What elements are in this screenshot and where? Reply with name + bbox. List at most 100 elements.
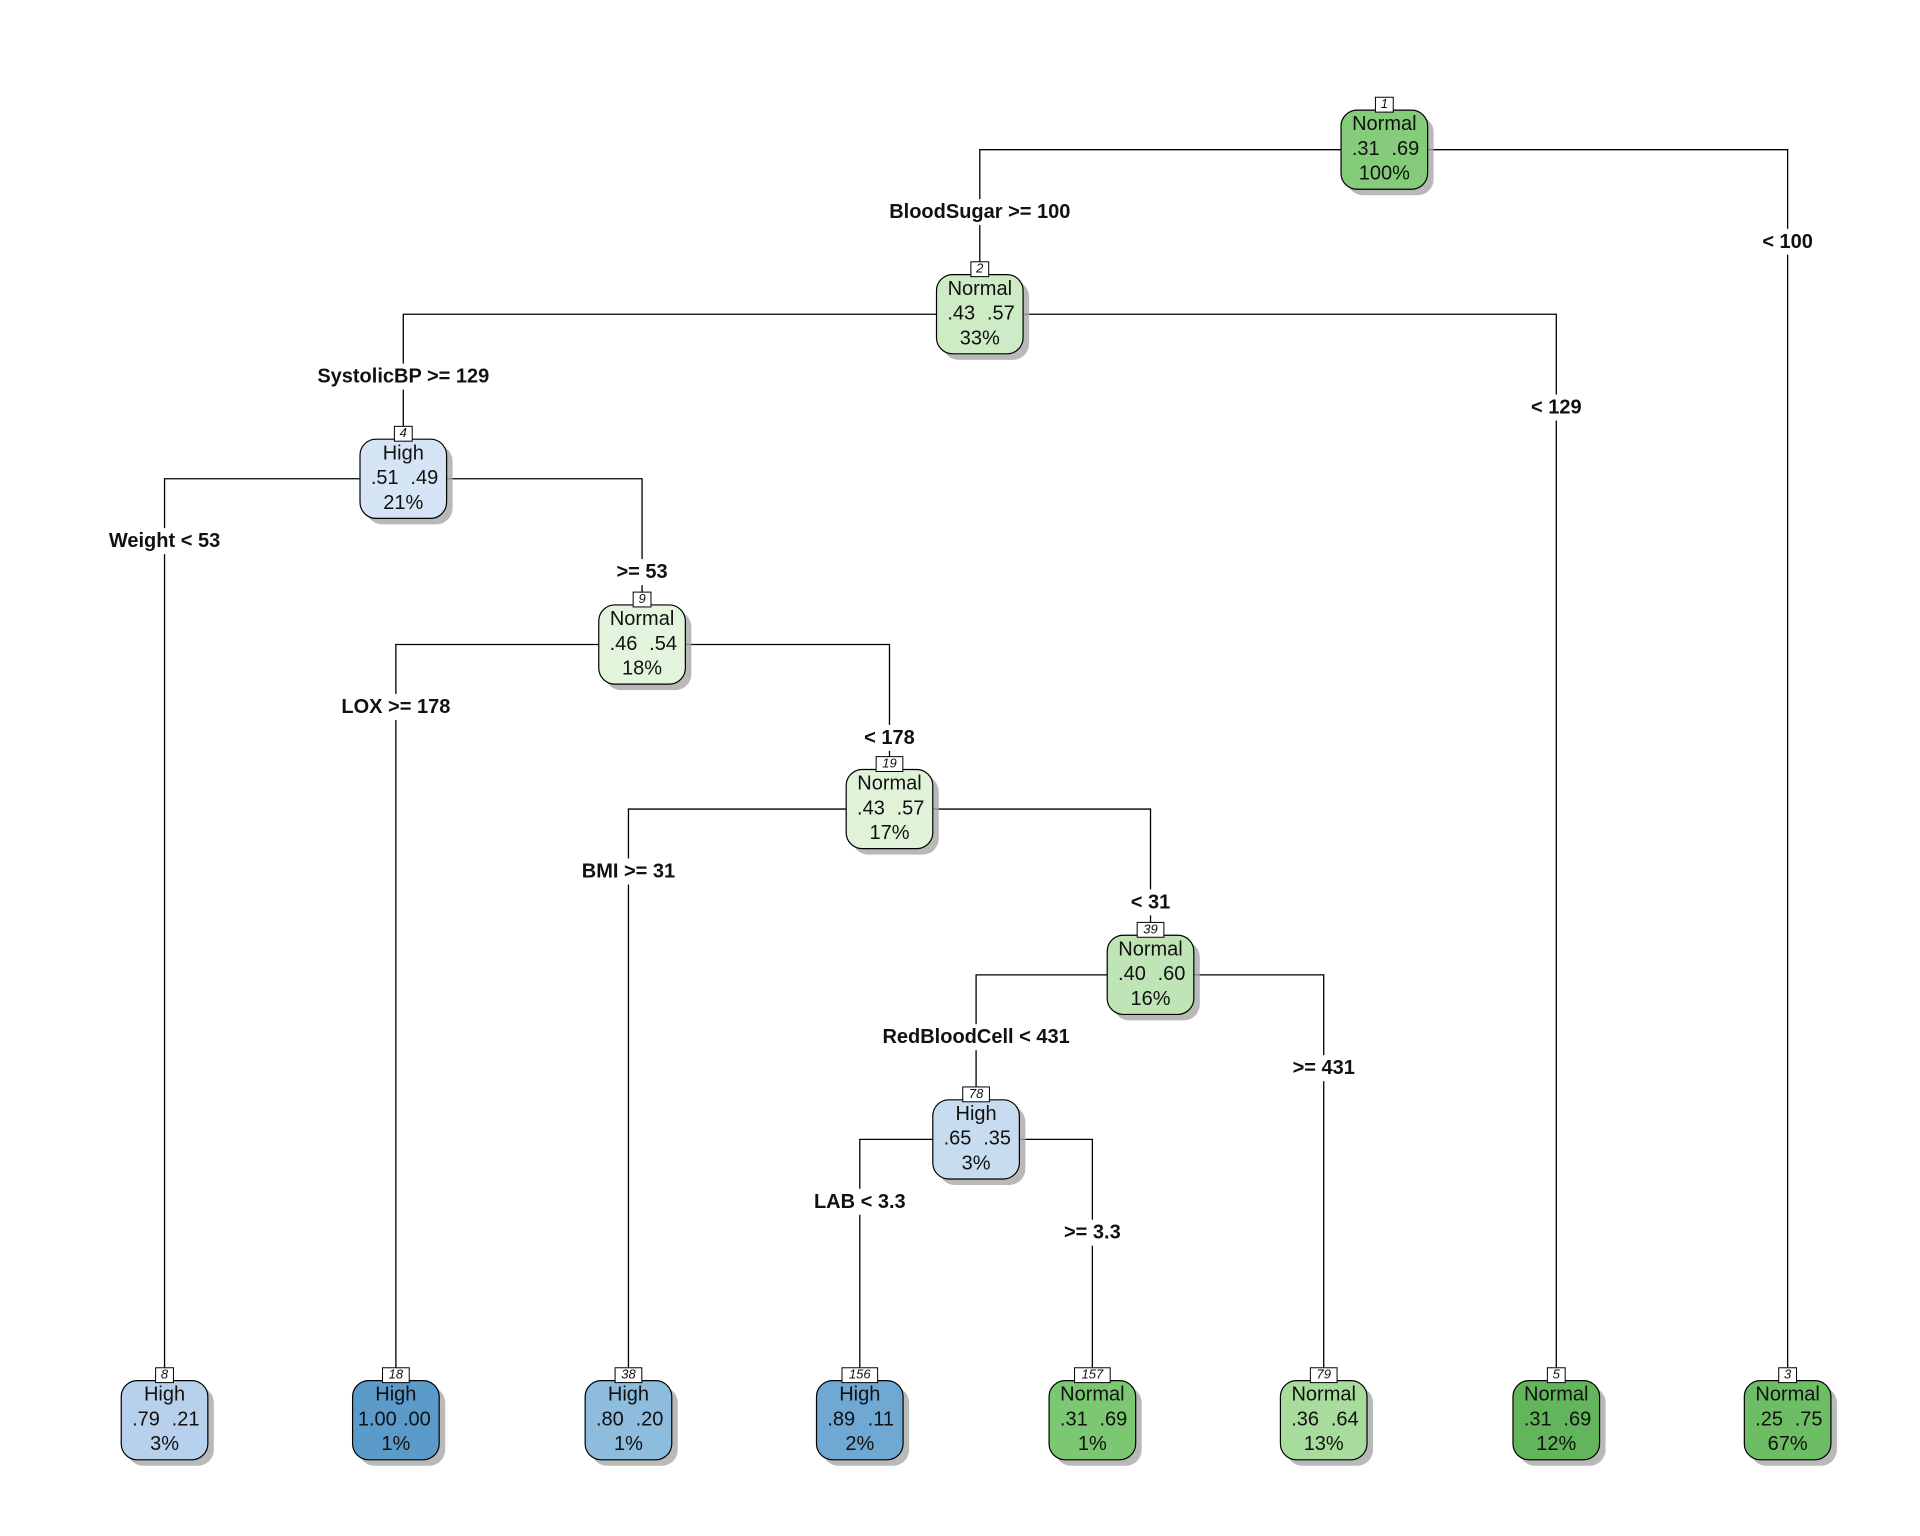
node-prob-1: .31 — [1352, 138, 1380, 160]
node-id-box — [1309, 1367, 1338, 1384]
split-label-backing — [809, 1188, 910, 1215]
node-id-box — [875, 756, 904, 772]
split-label-backing — [612, 559, 672, 586]
split-label-left: RedBloodCell < 431 — [882, 1026, 1069, 1048]
node-class: Normal — [1352, 113, 1416, 135]
split-label-backing — [577, 858, 680, 885]
split-label-backing — [1526, 394, 1586, 421]
node-percent: 16% — [1130, 988, 1170, 1010]
node-class: Normal — [1524, 1384, 1588, 1406]
split-label-backing — [1288, 1055, 1359, 1082]
split-label-right: < 178 — [864, 727, 915, 749]
split-label-right: < 129 — [1531, 397, 1582, 419]
split-label-left: BMI >= 31 — [582, 860, 675, 882]
node-percent: 3% — [150, 1433, 179, 1455]
node-prob-1: .79 — [132, 1408, 160, 1430]
node-prob-1: 1.00 — [358, 1408, 397, 1430]
node-prob-1: .43 — [947, 303, 975, 325]
node-prob-1: .89 — [827, 1408, 855, 1430]
node-prob-2: .64 — [1331, 1408, 1359, 1430]
edge-19-38 — [627, 808, 890, 1381]
node-id: 19 — [882, 755, 896, 770]
edge-1-3 — [1384, 149, 1789, 1381]
split-label-left: BloodSugar >= 100 — [889, 201, 1070, 223]
edge-9-18 — [395, 643, 643, 1381]
node-class: High — [383, 442, 424, 464]
node-prob-2: .21 — [172, 1408, 200, 1430]
node-id: 156 — [849, 1367, 871, 1382]
node-class: Normal — [1118, 938, 1182, 960]
node-id: 8 — [161, 1367, 169, 1382]
node-class: Normal — [610, 608, 674, 630]
node-id: 1 — [1381, 96, 1388, 111]
node-percent: 21% — [383, 492, 423, 514]
node-id-box — [1778, 1367, 1798, 1384]
split-label-right: < 100 — [1762, 231, 1813, 253]
node-prob-2: .11 — [868, 1408, 894, 1430]
node-class: High — [144, 1384, 185, 1406]
node-prob-2: .49 — [410, 467, 438, 489]
node-prob-1: .46 — [610, 633, 638, 655]
node-id: 2 — [975, 261, 984, 276]
split-label-backing — [337, 693, 455, 720]
node-id-box — [1374, 96, 1394, 113]
edge-39-78 — [975, 974, 1151, 1100]
split-label-backing — [1126, 889, 1175, 916]
node-id-box — [841, 1367, 879, 1384]
node-percent: 1% — [381, 1433, 410, 1455]
node-percent: 13% — [1304, 1433, 1344, 1455]
node-prob-2: .20 — [636, 1408, 664, 1430]
node-id-box — [614, 1367, 643, 1384]
node-id-box — [632, 591, 652, 608]
node-prob-1: .43 — [857, 797, 885, 819]
node-class: High — [839, 1384, 880, 1406]
node-id: 5 — [1553, 1367, 1561, 1382]
node-prob-2: .69 — [1099, 1408, 1127, 1430]
node-id: 79 — [1316, 1367, 1330, 1382]
node-prob-2: .69 — [1391, 138, 1419, 160]
node-class: High — [375, 1384, 416, 1406]
node-class: Normal — [1060, 1384, 1124, 1406]
node-prob-2: .60 — [1158, 963, 1186, 985]
node-id-box — [1546, 1367, 1566, 1384]
edge-1-2 — [979, 149, 1385, 275]
split-label-left: Weight < 53 — [109, 530, 220, 552]
edges-layer — [163, 149, 1789, 1381]
node-id-box — [155, 1367, 174, 1384]
node-id-box — [1074, 1367, 1111, 1384]
split-label-backing — [885, 199, 1075, 226]
node-percent: 67% — [1768, 1433, 1808, 1455]
split-label-right: < 31 — [1131, 891, 1170, 913]
node-id: 157 — [1082, 1367, 1104, 1382]
node-percent: 12% — [1536, 1433, 1576, 1455]
node-percent: 1% — [1078, 1433, 1107, 1455]
edge-2-4 — [402, 313, 980, 440]
node-prob-2: .57 — [987, 303, 1015, 325]
split-label-backing — [1060, 1219, 1125, 1246]
split-label-backing — [104, 528, 225, 555]
node-id-box — [382, 1367, 410, 1384]
node-class: High — [608, 1384, 649, 1406]
split-label-backing — [313, 363, 494, 390]
split-label-left: LOX >= 178 — [341, 696, 450, 718]
node-percent: 3% — [962, 1152, 991, 1174]
node-prob-1: .25 — [1755, 1408, 1783, 1430]
node-id: 38 — [621, 1367, 636, 1382]
split-label-left: SystolicBP >= 129 — [317, 366, 489, 388]
split-label-right: >= 53 — [616, 561, 667, 583]
node-class: Normal — [1755, 1384, 1819, 1406]
node-id: 9 — [638, 591, 645, 606]
